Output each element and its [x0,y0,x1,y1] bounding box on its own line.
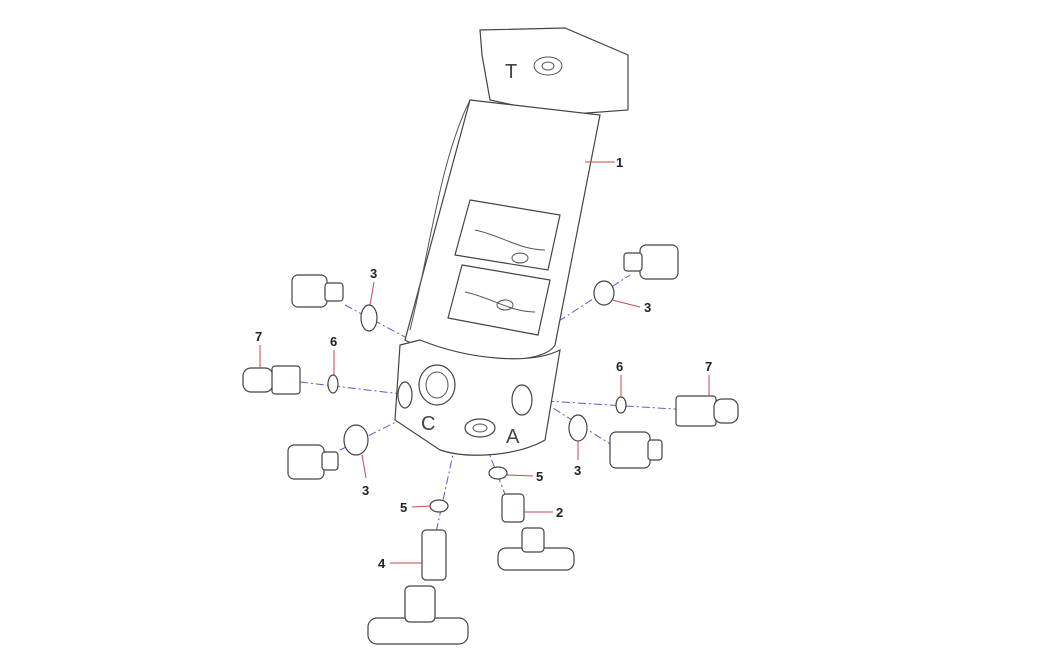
callout-3: 3 [574,463,581,478]
push-fitting-left-part-7 [242,365,301,395]
port-label-t: T [505,61,517,83]
adapter-part-4-with-tee [367,529,469,645]
o-ring-3-lower-left [343,424,369,456]
callout-7: 7 [705,359,712,374]
push-fitting-right-part-7 [675,395,739,427]
port-label-a: A [506,426,520,448]
o-ring-3-upper-left [360,304,378,332]
callout-5: 5 [400,500,407,515]
o-ring-3-lower-right [568,414,588,442]
callout-6: 6 [330,334,337,349]
callout-3: 3 [644,300,651,315]
callout-2: 2 [556,505,563,520]
callout-5: 5 [536,469,543,484]
adapter-part-2-with-tee [497,493,575,571]
callout-6: 6 [616,359,623,374]
callout-1: 1 [616,155,623,170]
callout-leader-lines [259,161,710,564]
valve-body-part-1: T C A [394,27,629,456]
o-ring-6-right [615,396,627,414]
callout-3: 3 [370,266,377,281]
port-label-c: C [421,413,435,435]
hex-fitting-upper-right [623,244,679,280]
hex-fitting-upper-left [291,274,344,308]
o-ring-3-upper-right [593,280,615,306]
hex-fitting-lower-right [609,431,663,469]
callout-7: 7 [255,329,262,344]
o-ring-5-left [429,499,449,513]
callout-3: 3 [362,483,369,498]
o-ring-5-right [488,466,508,480]
o-ring-6-left [327,374,339,394]
hex-fitting-lower-left [287,444,339,480]
callout-4: 4 [378,556,386,571]
